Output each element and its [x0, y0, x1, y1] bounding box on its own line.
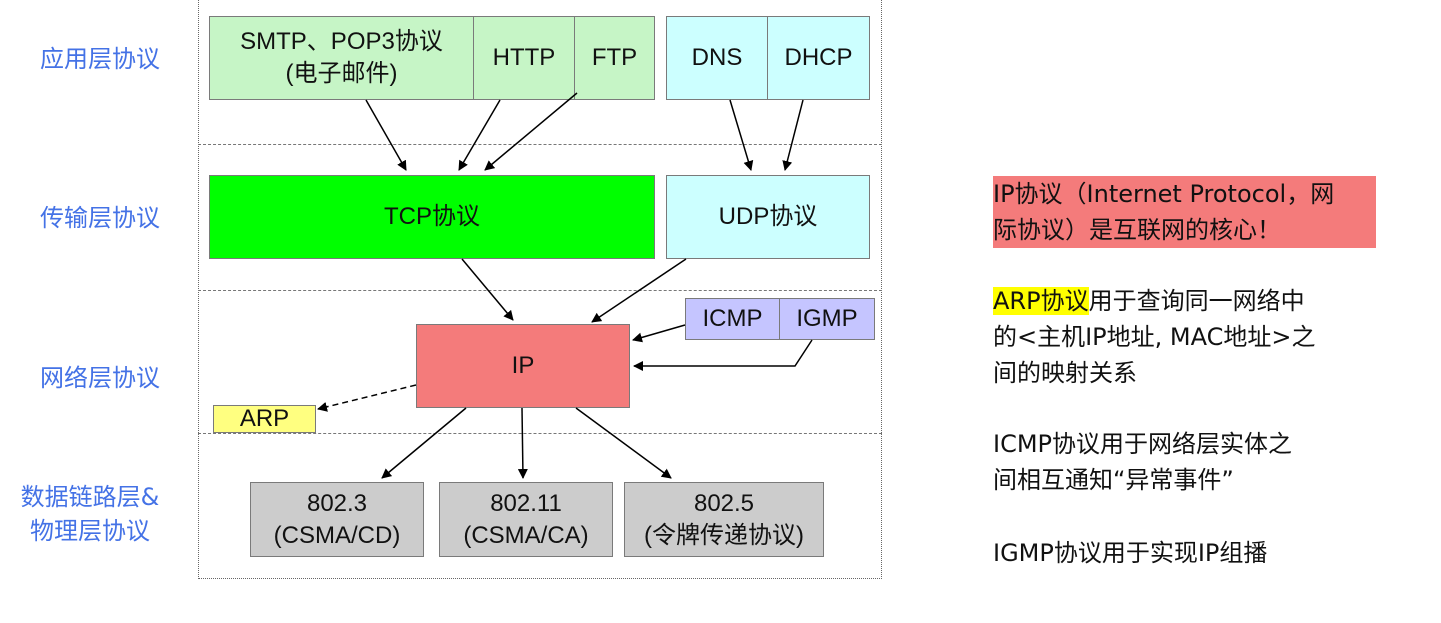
arrow-ip-to-arp [317, 384, 417, 412]
http-label: HTTP [492, 44, 556, 71]
icmp-label: ICMP [702, 305, 763, 332]
note-arp-rest: 用于查询同一网络中 [1088, 287, 1305, 315]
note-icmp: ICMP协议用于网络层实体之 间相互通知“异常事件” [993, 426, 1393, 498]
arrow-udp-to-ip [591, 258, 687, 323]
note-arp: ARP协议用于查询同一网络中 的<主机IP地址, MAC地址>之 间的映射关系 [993, 283, 1393, 391]
arrow-ip-to-8025 [575, 407, 672, 479]
http-cell: HTTP [474, 17, 575, 99]
note-arp-line2: 的<主机IP地址, MAC地址>之 [993, 323, 1316, 351]
note-igmp: IGMP协议用于实现IP组播 [993, 535, 1393, 571]
arrow-ftp-to-tcp [484, 92, 578, 171]
layer-label-link-line2: 物理层协议 [30, 517, 150, 545]
layer-label-application: 应用层协议 [40, 45, 160, 73]
separator-transport-network [198, 290, 882, 291]
link-8025-method: (令牌传递协议) [644, 521, 804, 549]
arrow-smtp-to-tcp [365, 99, 407, 171]
dns-label: DNS [691, 44, 743, 71]
email-label: (电子邮件) [285, 60, 398, 87]
link-protocol-8023: 802.3 (CSMA/CD) [250, 482, 424, 557]
note-ip: IP协议（Internet Protocol，网 际协议）是互联网的核心！ [993, 176, 1376, 248]
ip-box: IP [416, 324, 630, 408]
dhcp-label: DHCP [784, 44, 853, 71]
smtp-pop3-label: SMTP、POP3协议 [240, 28, 443, 55]
arp-label: ARP [239, 405, 290, 432]
note-igmp-line1: IGMP协议用于实现IP组播 [993, 539, 1268, 567]
link-protocol-80211: 802.11 (CSMA/CA) [439, 482, 613, 557]
arrow-icmp-to-ip [632, 324, 686, 343]
arrow-http-to-tcp [458, 99, 501, 171]
igmp-cell: IGMP [780, 299, 874, 339]
link-8025-name: 802.5 [693, 489, 755, 517]
arrow-ip-to-8023 [381, 407, 467, 479]
note-arp-line1: ARP协议用于查询同一网络中 [993, 283, 1393, 319]
separator-app-transport [198, 144, 882, 145]
link-8023-name: 802.3 [306, 489, 368, 517]
arrow-igmp-to-ip [633, 339, 813, 371]
layer-label-transport: 传输层协议 [40, 204, 160, 232]
dhcp-cell: DHCP [768, 17, 869, 99]
icmp-cell: ICMP [686, 299, 780, 339]
udp-box: UDP协议 [666, 175, 870, 259]
dns-cell: DNS [667, 17, 768, 99]
link-80211-method: (CSMA/CA) [463, 521, 589, 549]
ftp-label: FTP [591, 44, 638, 71]
app-dns-dhcp-group: DNS DHCP [666, 16, 870, 100]
arrow-ip-to-80211 [517, 407, 528, 479]
arrow-dhcp-to-udp [782, 99, 804, 171]
note-ip-line1: IP协议（Internet Protocol，网 [993, 180, 1335, 208]
udp-label: UDP协议 [718, 203, 818, 230]
layer-label-link: 数据链路层& 物理层协议 [0, 480, 180, 548]
ip-label: IP [511, 352, 535, 379]
link-8023-method: (CSMA/CD) [273, 521, 401, 549]
igmp-label: IGMP [796, 305, 858, 332]
layer-label-link-line1: 数据链路层& [20, 483, 160, 511]
tcp-box: TCP协议 [209, 175, 655, 259]
note-icmp-line1: ICMP协议用于网络层实体之 [993, 430, 1293, 458]
note-arp-highlight: ARP协议 [993, 287, 1089, 315]
link-80211-name: 802.11 [490, 489, 562, 517]
arrow-dns-to-udp [729, 99, 754, 171]
arrow-tcp-to-ip [461, 258, 514, 321]
diagram-frame [198, 0, 882, 579]
separator-network-link [198, 433, 882, 434]
smtp-pop3-cell: SMTP、POP3协议 (电子邮件) [210, 17, 474, 99]
arp-box: ARP [213, 405, 316, 433]
link-protocol-8025: 802.5 (令牌传递协议) [624, 482, 824, 557]
note-icmp-line2: 间相互通知“异常事件” [993, 466, 1234, 494]
note-ip-line2: 际协议）是互联网的核心！ [993, 216, 1281, 244]
note-arp-line3: 间的映射关系 [993, 359, 1137, 387]
tcp-label: TCP协议 [384, 203, 480, 230]
layer-label-network: 网络层协议 [40, 364, 160, 392]
app-email-http-ftp-group: SMTP、POP3协议 (电子邮件) HTTP FTP [209, 16, 655, 100]
ftp-cell: FTP [575, 17, 654, 99]
icmp-igmp-group: ICMP IGMP [685, 298, 875, 340]
